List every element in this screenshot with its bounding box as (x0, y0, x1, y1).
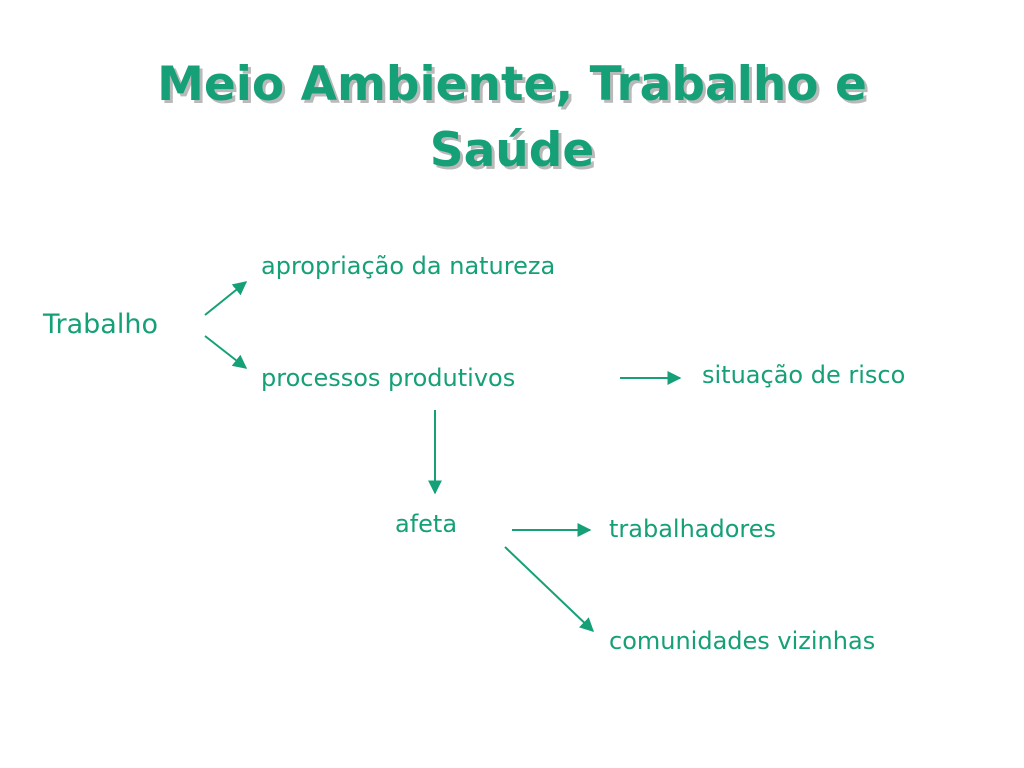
node-processos-produtivos: processos produtivos (261, 364, 516, 392)
node-apropriacao-da-natureza: apropriação da natureza (261, 252, 556, 280)
slide-title: Meio Ambiente, Trabalho e Saúde (0, 52, 1024, 184)
title-line-1: Meio Ambiente, Trabalho e (157, 57, 867, 112)
title-line-2: Saúde (429, 123, 595, 178)
arrow-trabalho-to-processos (204, 335, 248, 369)
node-afeta: afeta (395, 510, 458, 538)
arrow-afeta-to-comunidades (504, 546, 595, 632)
node-trabalho: Trabalho (43, 309, 158, 340)
arrow-trabalho-to-apropriacao (204, 281, 248, 316)
node-trabalhadores: trabalhadores (609, 515, 777, 543)
node-situacao-de-risco: situação de risco (702, 361, 906, 389)
node-comunidades-vizinhas: comunidades vizinhas (609, 627, 876, 655)
